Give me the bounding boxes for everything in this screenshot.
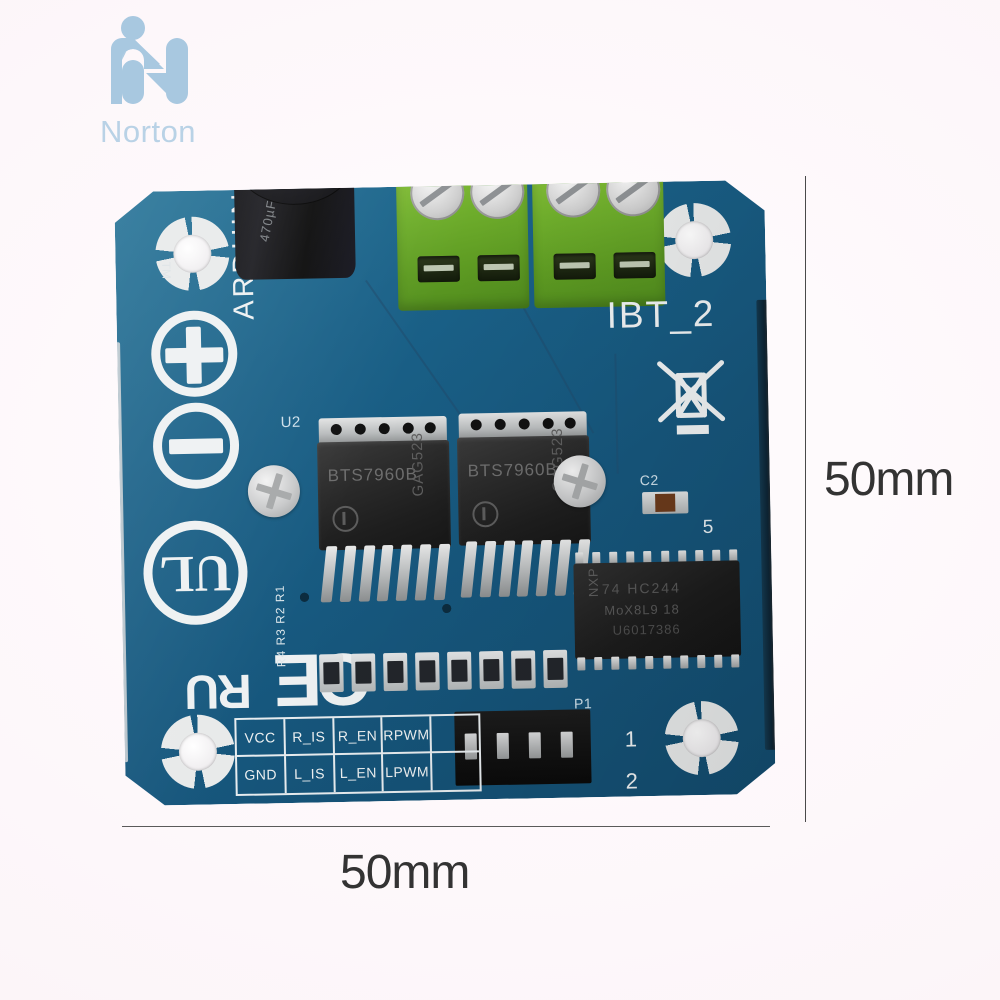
nxp-vendor-mark: NXP [585,567,602,598]
mounting-hole-top-left [155,216,230,291]
pcb-left-edge-strip [113,342,128,762]
norton-wordmark: Norton [100,114,197,149]
infineon-logo-icon [332,506,358,532]
terminal-wire-hole-4[interactable] [613,252,655,279]
pin-label-gnd: GND [237,756,286,794]
resistor-designator-labels: R4 R3 R2 R1 [272,584,289,668]
height-dimension-label: 50mm [824,453,954,506]
terminal-screw-1[interactable] [410,166,465,221]
silk-number-5: 5 [702,516,714,539]
board-screw-left [247,465,300,518]
norton-watermark: Norton [100,14,250,149]
designator-c2: C2 [639,471,659,489]
logic-chip-nxp: NXP 74 HC244 MoX8L9 18 U6017386 [573,560,741,659]
chip-pin-row [463,539,588,597]
smd-resistor [415,652,440,690]
smd-resistor [351,653,376,691]
smd-resistor [319,654,344,692]
header-pin-1-label: 1 [624,726,638,752]
logic-chip-marking-1: 74 HC244 [601,579,682,597]
pin-label-l-is: L_IS [286,755,335,793]
vertical-dimension-line [805,176,806,822]
power-chip-u2: BTS7960B GAG523 [317,416,452,569]
smd-resistor [543,650,568,688]
pin-label-table: VCC R_IS R_EN RPWM GND L_IS L_EN LPWM [234,713,481,796]
pin-label-row-top: VCC R_IS R_EN RPWM [236,715,479,757]
terminal-block-left-half[interactable] [395,146,529,310]
smd-resistor-row [319,650,570,695]
terminal-wire-hole-2[interactable] [477,255,519,282]
pin-label-r-is: R_IS [285,718,334,756]
board-model-label: IBT_2 [606,292,716,336]
mounting-hole-bottom-right [664,700,739,775]
smd-resistor [479,651,504,689]
smd-resistor [383,653,408,691]
board-screw-right [553,455,606,508]
pin-label-blank-bottom [432,752,479,790]
pcb-right-edge-strip [756,300,777,750]
pin-label-blank-top [431,715,478,753]
chip-pin-row [323,544,448,602]
designator-u2: U2 [280,413,301,432]
smd-resistor [447,652,472,690]
width-dimension-label: 50mm [340,846,470,899]
polarity-plus-icon-vertical [186,327,202,384]
ul-certification-mark: UL [158,544,233,603]
terminal-screw-4[interactable] [606,162,661,217]
terminal-wire-hole-1[interactable] [417,256,459,283]
terminal-block-right-half[interactable] [531,144,665,308]
ibt2-motor-driver-board: TM UL CE RU ARDUINO + 470µF [104,172,784,815]
chip-part-number: BTS7960B [467,459,558,481]
horizontal-dimension-line [122,826,770,827]
chip-part-number: BTS7960B [327,464,419,486]
norton-arrow-person-icon [111,16,188,104]
capacitor-top-marking: + [302,123,321,138]
mounting-hole-top-right [656,202,731,277]
pin-label-lpwm: LPWM [383,753,432,791]
header-pin-2-label: 2 [625,768,639,794]
pin-label-vcc: VCC [236,719,285,757]
smd-resistor [511,650,536,688]
tm-mark: TM [159,261,174,280]
crossed-out-wheelie-bin-icon [655,357,727,444]
infineon-logo-icon [472,501,498,527]
pin-label-rpwm: RPWM [383,716,432,754]
pcb-trace [614,354,618,474]
smd-capacitor-c2 [642,491,688,514]
terminal-screw-3[interactable] [546,163,601,218]
pin-label-row-bottom: GND L_IS L_EN LPWM [237,752,480,794]
polarity-minus-icon [169,438,223,454]
pcb-substrate: TM UL CE RU ARDUINO + 470µF [114,180,776,806]
terminal-wire-hole-3[interactable] [553,253,595,280]
soic-legs-bottom [577,654,739,670]
terminal-screw-2[interactable] [470,164,525,219]
chip-lot-code: GAG523 [408,431,428,497]
screw-terminal-block[interactable] [395,144,666,311]
electrolytic-capacitor: + 470µF [233,116,356,290]
logic-chip-marking-3: U6017386 [612,621,681,638]
pin-label-r-en: R_EN [334,717,383,755]
capacitor-vent-icon [266,131,329,188]
pin-label-l-en: L_EN [335,754,384,792]
logic-chip-marking-2: MoX8L9 18 [604,601,680,618]
